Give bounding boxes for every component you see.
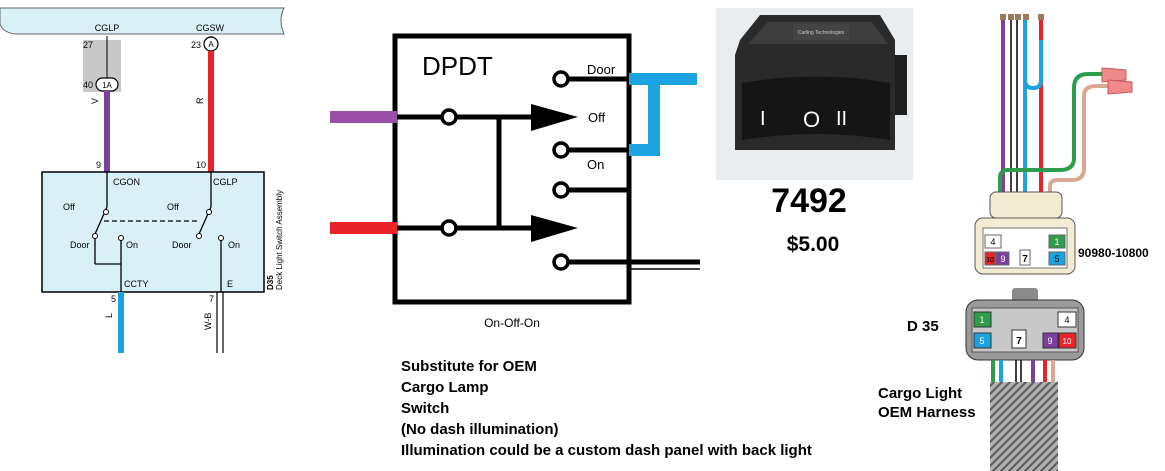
- dpdt-title: DPDT: [422, 51, 493, 81]
- note-line: Cargo Lamp: [401, 379, 489, 396]
- upper-pin-1: 1: [1054, 237, 1059, 247]
- component-name: Deck Light Switch Assembly: [275, 190, 284, 290]
- upper-pin-10: 10: [986, 257, 994, 264]
- pole-1: [531, 104, 578, 131]
- upper-pin-9: 9: [1000, 254, 1005, 264]
- pin-23: 23: [191, 40, 201, 50]
- pos-door-2: Door: [172, 240, 192, 250]
- terminal-cgon: CGON: [113, 177, 140, 187]
- label-cgsw-top: CGSW: [196, 23, 225, 33]
- wire-label-wb: W-B: [203, 313, 213, 330]
- contact-on-1: [118, 235, 124, 241]
- wire-label-l: L: [104, 313, 114, 318]
- rocker-mark-middle: O: [803, 107, 820, 132]
- connector-1a-label: 1A: [102, 81, 112, 90]
- terminal-3: [552, 181, 570, 199]
- upper-pin-7: 7: [1022, 254, 1028, 265]
- notes: Substitute for OEM Cargo Lamp Switch (No…: [401, 356, 812, 461]
- switch-label-plate: [793, 24, 849, 40]
- note-line: Substitute for OEM: [401, 358, 537, 375]
- connector-label-d35: D 35: [907, 318, 939, 335]
- pin-40: 40: [83, 80, 93, 90]
- harness-label: Cargo Light OEM Harness: [878, 384, 976, 422]
- label-cglp-top: CGLP: [95, 23, 120, 33]
- contact-off-1: [103, 209, 109, 215]
- wire-label-v: V: [90, 98, 100, 104]
- lower-pin-1: 1: [979, 315, 984, 325]
- lower-pin-10: 10: [1063, 337, 1072, 346]
- pos-on-2: On: [228, 240, 240, 250]
- note-line: Switch: [401, 400, 450, 417]
- wire-label-r: R: [195, 97, 205, 104]
- common-terminal-2: [440, 219, 458, 237]
- upper-pin-5: 5: [1054, 254, 1059, 264]
- pos-door-1: Door: [70, 240, 90, 250]
- terminal-ccty: CCTY: [124, 279, 149, 289]
- upper-pin-4: 4: [990, 237, 995, 247]
- rocker: [742, 76, 890, 140]
- terminal-e: E: [227, 279, 233, 289]
- dpdt-diagram: DPDT Door Off On On-Off-: [330, 33, 700, 330]
- braided-sleeve: [990, 382, 1058, 471]
- terminal-cglp: CGLP: [213, 177, 238, 187]
- pole-2: [531, 215, 578, 242]
- contact-door-1: [92, 233, 98, 239]
- product-number: 7492: [771, 182, 847, 220]
- pos-off-2: Off: [167, 202, 179, 212]
- pin-10: 10: [196, 160, 206, 170]
- contact-on-2: [218, 235, 224, 241]
- pos-on-1: On: [126, 240, 138, 250]
- contact-off-2: [206, 209, 212, 215]
- pin-7: 7: [209, 294, 214, 304]
- connector-a-label: A: [208, 40, 214, 49]
- lower-pin-4: 4: [1064, 315, 1069, 325]
- lower-pin-9: 9: [1047, 336, 1052, 346]
- terminal-4: [552, 253, 570, 271]
- switch-brand: Carling Technologies: [798, 30, 845, 36]
- lower-pin-7: 7: [1016, 336, 1022, 347]
- harness-label-line: Cargo Light: [878, 385, 963, 402]
- harness-header: [0, 7, 285, 35]
- terminal-door: [552, 70, 570, 88]
- dpdt-pos-on: On: [587, 157, 604, 172]
- product-price: $5.00: [787, 233, 840, 256]
- dpdt-pos-door: Door: [587, 62, 616, 77]
- component-id: D35: [266, 275, 275, 290]
- lower-pin-5: 5: [979, 336, 984, 346]
- pin-5: 5: [111, 294, 116, 304]
- deck-light-switch-box: [41, 171, 265, 293]
- rocker-mark-left: I: [760, 108, 766, 130]
- dpdt-pos-off: Off: [588, 110, 605, 125]
- dpdt-caption: On-Off-On: [484, 316, 540, 330]
- jumper-wire-blue: [629, 73, 697, 156]
- harness-label-line: OEM Harness: [878, 404, 976, 421]
- pin-9: 9: [96, 160, 101, 170]
- contact-door-2: [196, 233, 202, 239]
- oem-schematic: CGLP CGSW 27 23 40 1A A V R 9 10 CGON CG…: [0, 7, 285, 353]
- rocker-mark-right: II: [836, 108, 847, 130]
- terminal-on: [552, 141, 570, 159]
- part-number: 90980-10800: [1078, 246, 1149, 260]
- replacement-harness: 4 1 10 9 5 7 90980-10800 1 4 5 7 9 10 D …: [907, 14, 1149, 471]
- pos-off-1: Off: [63, 202, 75, 212]
- switch-photo: Carling Technologies I O II: [716, 8, 913, 180]
- pin-27: 27: [83, 40, 93, 50]
- note-line: Illumination could be a custom dash pane…: [401, 442, 812, 459]
- note-line: (No dash illumination): [401, 421, 559, 438]
- common-terminal-1: [440, 108, 458, 126]
